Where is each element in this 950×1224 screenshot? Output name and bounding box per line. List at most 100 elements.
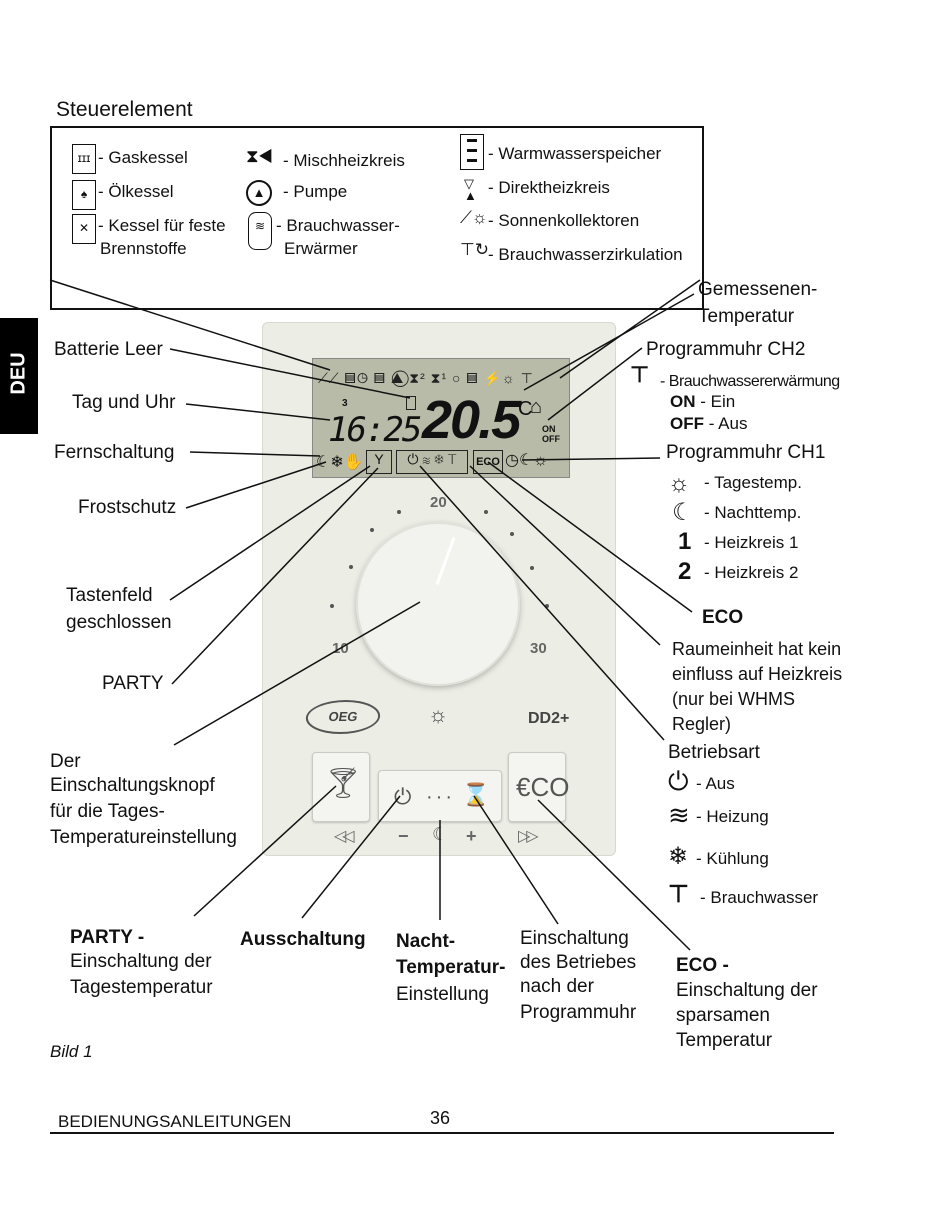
label-aus: - Aus xyxy=(696,774,735,793)
lcd-bottom-left-icons: ☾❄✋ xyxy=(316,454,364,471)
footer-title: BEDIENUNGSANLEITUNGEN xyxy=(58,1112,292,1131)
day-temperature-knob[interactable] xyxy=(356,522,520,686)
label-heizkreis-1: - Heizkreis 1 xyxy=(704,533,799,552)
label-frostschutz: Frostschutz xyxy=(78,497,177,518)
direct-circuit-icon: ▽▲ xyxy=(464,176,477,203)
forward-icon: ▷▷ xyxy=(518,828,539,845)
label-raum-3: (nur bei WHMS xyxy=(672,689,796,709)
legend-zirkulation: - Brauchwasserzirkulation xyxy=(488,245,683,264)
legend-kessel-feste: - Kessel für feste xyxy=(98,216,226,235)
label-party-title: PARTY - xyxy=(70,927,145,948)
label-ausschaltung: Ausschaltung xyxy=(240,929,366,950)
label-programmuhr-ch2: Programmuhr CH2 xyxy=(646,339,806,360)
tap-icon: ⊤ xyxy=(630,362,650,387)
power-mode-icon: ⏻ xyxy=(668,766,689,796)
lcd-mode-icons: ⏻ ≋ ❄ ⊤ xyxy=(396,450,468,474)
label-on-text: - Ein xyxy=(700,392,736,411)
gas-boiler-icon: ɪɪɪ xyxy=(72,144,96,174)
label-eco-line3: Temperatur xyxy=(676,1030,773,1051)
solar-collector-icon: ⟋☼ xyxy=(460,208,488,227)
lcd-time: 16:25 xyxy=(328,410,422,450)
label-eco: ECO xyxy=(702,607,744,628)
label-party: PARTY xyxy=(102,673,164,694)
label-nachttemp: - Nachttemp. xyxy=(704,503,802,522)
label-nacht-3: Einstellung xyxy=(396,984,489,1005)
label-tag-und-uhr: Tag und Uhr xyxy=(72,392,176,413)
eco-button[interactable] xyxy=(508,752,566,822)
heating-circuit-2-number: 2 xyxy=(678,558,692,585)
label-brauchwasser-mode: - Brauchwasser xyxy=(700,888,819,907)
label-knopf-3: für die Tages- xyxy=(50,801,165,822)
program-clock-icon: ⌛ xyxy=(462,782,490,807)
label-raum-2: einfluss auf Heizkreis xyxy=(672,664,843,684)
heating-circuit-1-number: 1 xyxy=(678,528,692,555)
lcd-top-icons: ⟋⟋ ▤◷ ▤ ▲⃝ ⧗² ⧗¹ ○ ▤ ⚡☼ ⊤ xyxy=(318,370,534,386)
power-icon: ⏻ xyxy=(394,784,412,809)
legend-box xyxy=(50,126,704,310)
party-button[interactable] xyxy=(312,752,370,822)
plus-icon: + xyxy=(466,826,477,846)
label-prog-3: nach der xyxy=(520,976,594,997)
oil-boiler-icon: ♠ xyxy=(72,180,96,210)
label-off: OFF xyxy=(670,414,704,433)
lcd-day-number: 3 xyxy=(342,398,348,409)
page-number: 36 xyxy=(430,1108,451,1128)
legend-warmwasserspeicher: - Warmwasserspeicher xyxy=(488,144,662,163)
label-heizung: - Heizung xyxy=(696,807,769,826)
circulation-icon: ⊤↻ xyxy=(460,240,490,259)
legend-brauchwasser: - Brauchwasser- xyxy=(276,216,400,235)
label-nacht-1: Nacht- xyxy=(396,931,456,952)
label-programmuhr-ch1: Programmuhr CH1 xyxy=(666,442,826,463)
label-eco-title: ECO - xyxy=(676,955,729,976)
label-prog-1: Einschaltung xyxy=(520,928,629,949)
label-geschlossen: geschlossen xyxy=(66,612,172,633)
tap-water-icon: ⊤ xyxy=(668,881,689,908)
section-title: Steuerelement xyxy=(56,98,193,121)
minus-icon: − xyxy=(398,826,409,846)
heating-icon: ≋ xyxy=(668,800,690,830)
model-label: DD2+ xyxy=(528,710,570,727)
label-eco-line1: Einschaltung der xyxy=(676,980,818,1001)
label-raum-4: Regler) xyxy=(672,714,732,734)
lcd-display xyxy=(312,358,570,478)
label-on: ON xyxy=(670,392,696,411)
label-batterie-leer: Batterie Leer xyxy=(54,339,163,360)
dots-icon: ··· xyxy=(426,786,455,808)
figure-caption: Bild 1 xyxy=(50,1042,93,1061)
rewind-icon: ◁◁ xyxy=(334,828,355,845)
label-brauchwassererwaermung: - Brauchwassererwärmung xyxy=(660,373,840,390)
legend-mischheizkreis: - Mischheizkreis xyxy=(283,151,405,170)
legend-oelkessel: - Ölkessel xyxy=(98,182,174,201)
label-kuehlung: - Kühlung xyxy=(696,849,769,868)
mixing-valve-icon: ⧗◀ xyxy=(246,146,274,166)
lcd-unit: °C xyxy=(510,398,533,420)
water-storage-icon: ▬▬▬ xyxy=(460,134,484,170)
lcd-on: ON xyxy=(542,424,556,434)
label-knopf-4: Temperatureinstellung xyxy=(50,827,237,848)
label-prog-4: Programmuhr xyxy=(520,1002,637,1023)
water-heater-icon: ≋ xyxy=(248,212,272,250)
label-fernschaltung: Fernschaltung xyxy=(54,442,175,463)
snowflake-icon: ❄ xyxy=(668,843,689,870)
battery-icon xyxy=(406,396,416,410)
label-temperatur: Temperatur xyxy=(698,306,795,327)
label-knopf-1: Der xyxy=(50,751,81,772)
label-betriebsart: Betriebsart xyxy=(668,742,760,763)
sun-day-icon: ☼ xyxy=(668,470,690,497)
label-party-line1: Einschaltung der xyxy=(70,951,212,972)
pump-icon: ▲ xyxy=(246,180,272,206)
eco-button-label: €CO xyxy=(516,772,570,802)
label-party-line2: Tagestemperatur xyxy=(70,977,213,998)
label-knopf-2: Einschaltungsknopf xyxy=(50,775,215,796)
lcd-off: OFF xyxy=(542,434,560,444)
dial-label-20: 20 xyxy=(430,494,447,511)
moon-night-icon: ☾ xyxy=(672,499,694,526)
label-eco-line2: sparsamen xyxy=(676,1005,770,1026)
sun-icon: ☼ xyxy=(428,702,449,727)
legend-erwaermer: Erwärmer xyxy=(284,239,358,258)
dial-label-30: 30 xyxy=(530,640,547,657)
language-tab: DEU xyxy=(0,318,38,434)
footer-rule xyxy=(50,1132,834,1134)
